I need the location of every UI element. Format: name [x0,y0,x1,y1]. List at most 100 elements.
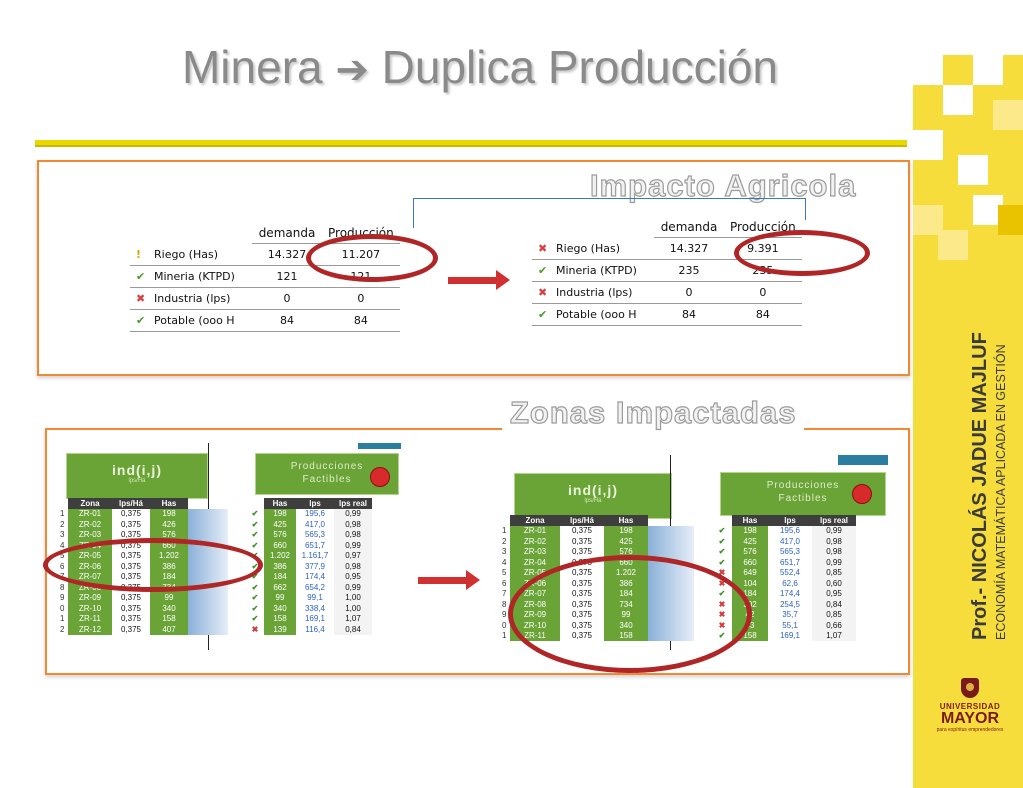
title-underline [35,140,907,147]
row-number: 4 [60,540,65,550]
prod-real-cell: 0,66 [812,620,856,631]
prod-real-cell: 0,99 [334,540,372,551]
row-number: 1 [60,614,65,624]
col-demanda: demanda [654,216,724,238]
row-number: 2 [60,624,65,634]
deco-square [943,85,973,115]
row-label: Industria (lps) [154,292,231,305]
demanda-value: 0 [252,287,322,310]
zona-cell: ZR-09 [68,592,112,603]
prod-real-cell: 0,97 [334,550,372,561]
zona-cell: ZR-02 [68,519,112,530]
has-cell: 576 [150,529,188,540]
prod-has-cell: 1.202 [264,550,296,561]
lpsha-cell: 0,375 [120,614,142,624]
row-number: 0 [502,620,507,630]
prod-real-cell: 1,07 [812,630,856,641]
university-logo: UNIVERSIDAD MAYOR para espíritus emprend… [930,678,1010,733]
lpsha-cell: 0,375 [120,593,142,603]
has-cell: 407 [150,624,188,635]
row-label: Potable (ooo H [154,314,235,327]
prod-lps-cell: 552,4 [779,568,801,578]
row-number: 4 [502,557,507,567]
grid-header: Zona lps/Há Has Has lps lps real [500,515,856,526]
prod-has-cell: 184 [264,571,296,582]
prod-lps-cell: 565,3 [779,547,801,557]
zona-cell: ZR-05 [510,567,560,578]
bar-cell [648,536,694,547]
row-number: 1 [502,631,507,641]
check-icon: ✔ [136,314,146,327]
has-cell: 340 [150,603,188,614]
lpsha-cell: 0,375 [120,624,142,634]
check-icon: ✔ [251,582,259,592]
prod-real-cell: 1,00 [334,603,372,614]
has-cell: 198 [150,508,188,519]
bar-cell [188,613,228,624]
check-icon: ✔ [251,509,259,519]
lpsha-cell: 0,375 [571,526,593,536]
row-number: 2 [60,519,65,529]
transition-arrow [418,570,480,590]
cross-icon: ✖ [538,241,548,255]
status-dot-icon [852,484,872,504]
highlight-ellipse [306,234,438,282]
prod-real-cell: 0,98 [334,529,372,540]
zona-cell: ZR-02 [510,536,560,547]
lpsha-cell: 0,375 [571,547,593,557]
grid-header: Zona lps/Há Has Has lps lps real [58,498,372,509]
col-demanda: demanda [252,222,322,244]
prod-has-cell: 139 [264,624,296,635]
prod-has-cell: 662 [264,582,296,593]
prod-has-cell: 198 [732,525,768,536]
produccion-value: 84 [724,303,802,326]
row-number: 6 [502,578,507,588]
highlight-ellipse [43,538,263,592]
zonas-heading: Zonas Impactadas [502,394,805,431]
cross-icon: ✖ [718,568,726,578]
cross-icon: ✖ [538,286,548,299]
row-number: 1 [60,509,65,519]
check-icon: ✔ [251,593,259,603]
has-cell: 198 [604,525,648,536]
zona-cell: ZR-03 [510,546,560,557]
bar-cell [648,546,694,557]
row-number: 3 [502,547,507,557]
demanda-value: 235 [654,259,724,282]
bar-cell [188,624,228,635]
demanda-value: 14.327 [654,237,724,260]
prod-lps-cell: 195,6 [779,526,801,536]
cross-icon: ✖ [251,624,259,634]
produccion-value: 0 [322,287,400,310]
check-icon: ✔ [718,547,726,557]
prod-real-cell: 0,98 [812,546,856,557]
prod-lps-cell: 169,1 [779,631,801,641]
zona-cell: ZR-03 [68,529,112,540]
prod-has-cell: 576 [732,546,768,557]
row-number: 9 [502,610,507,620]
prod-real-cell: 0,84 [334,624,372,635]
demanda-value: 84 [654,303,724,326]
prod-has-cell: 99 [264,592,296,603]
prod-lps-cell: 62,6 [782,578,798,588]
row-number: 8 [60,582,65,592]
prod-has-cell: 660 [264,540,296,551]
prod-lps-cell: 565,3 [304,530,326,540]
bar-cell [648,525,694,536]
zona-cell: ZR-11 [68,613,112,624]
zona-cell: ZR-04 [510,557,560,568]
prod-real-cell: 1,07 [334,613,372,624]
prod-lps-cell: 254,5 [779,599,801,609]
ind-header: ind(i,j) lps/Há [514,473,672,519]
prod-real-cell: 0,98 [334,519,372,530]
prod-real-cell: 0,98 [334,561,372,572]
prod-lps-cell: 169,1 [304,614,326,624]
row-label: Mineria (KTPD) [154,270,235,283]
row-number: 2 [502,536,507,546]
bar-cell [188,603,228,614]
row-number: 5 [502,568,507,578]
